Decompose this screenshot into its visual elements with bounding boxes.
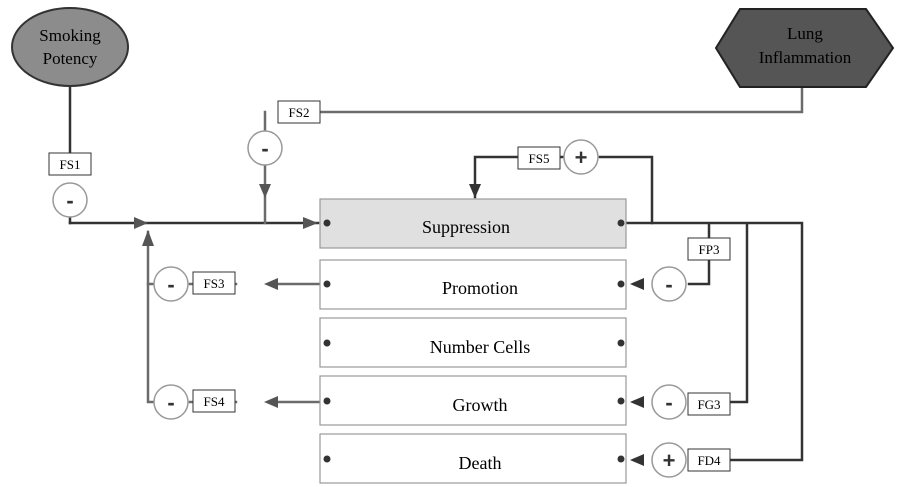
box-death: Death [319,433,627,484]
sign-fs5: + [563,139,599,175]
suppression-label: Suppression [422,217,510,237]
growth-label: Growth [453,395,508,415]
smoking-line-1: Smoking [39,26,101,45]
wire-fs4 [146,230,322,404]
label-fs1: FS1 [48,152,92,176]
node-smoking-potency: Smoking Potency [11,7,129,87]
box-promotion: Promotion [319,259,627,310]
arrow-fs3-left [264,278,278,290]
svg-text:-: - [665,272,672,297]
svg-text:FS5: FS5 [529,151,550,166]
label-fs2: FS2 [277,100,321,124]
arrow-fs5-down [469,184,481,198]
arrow-up-main [142,230,154,246]
svg-text:+: + [575,145,588,170]
lung-line-1: Lung [787,24,823,43]
sign-fs1: - [52,182,88,218]
svg-text:-: - [665,390,672,415]
arrow-fs2-down [259,184,271,198]
label-fg3: FG3 [687,392,731,416]
label-fp3: FP3 [687,237,731,261]
arrow-fp3-left [630,278,644,290]
sign-fs2: - [247,130,283,166]
svg-text:-: - [261,136,268,161]
arrow-main-1 [134,217,148,229]
number-cells-label: Number Cells [430,337,531,357]
arrow-fd4-left [630,454,644,466]
sign-fp3: - [651,266,687,302]
death-label: Death [459,453,502,473]
svg-text:-: - [66,188,73,213]
sign-fs3: - [153,266,189,302]
svg-text:FG3: FG3 [697,397,720,412]
svg-text:-: - [167,390,174,415]
arrow-fs4-left [264,396,278,408]
label-fs4: FS4 [192,389,236,413]
svg-text:+: + [663,448,676,473]
sign-fs4: - [153,384,189,420]
node-lung-inflammation: Lung Inflammation [714,8,895,88]
box-suppression: Suppression [319,198,627,249]
sign-fg3: - [651,384,687,420]
promotion-label: Promotion [442,278,518,298]
svg-text:-: - [167,272,174,297]
box-number-cells: Number Cells [319,317,627,368]
svg-text:FS3: FS3 [204,276,225,291]
label-fs5: FS5 [517,146,561,170]
svg-text:FP3: FP3 [699,242,720,257]
svg-text:FS2: FS2 [289,105,310,120]
svg-text:FS1: FS1 [60,157,81,172]
svg-text:FD4: FD4 [697,453,721,468]
label-fs3: FS3 [192,271,236,295]
arrow-main-2 [303,217,318,229]
lung-line-2: Inflammation [759,48,852,67]
box-growth: Growth [319,375,627,426]
arrow-fg3-left [630,396,644,408]
label-fd4: FD4 [687,448,731,472]
smoking-line-2: Potency [43,49,98,68]
sign-fd4: + [651,442,687,478]
svg-text:FS4: FS4 [204,394,225,409]
